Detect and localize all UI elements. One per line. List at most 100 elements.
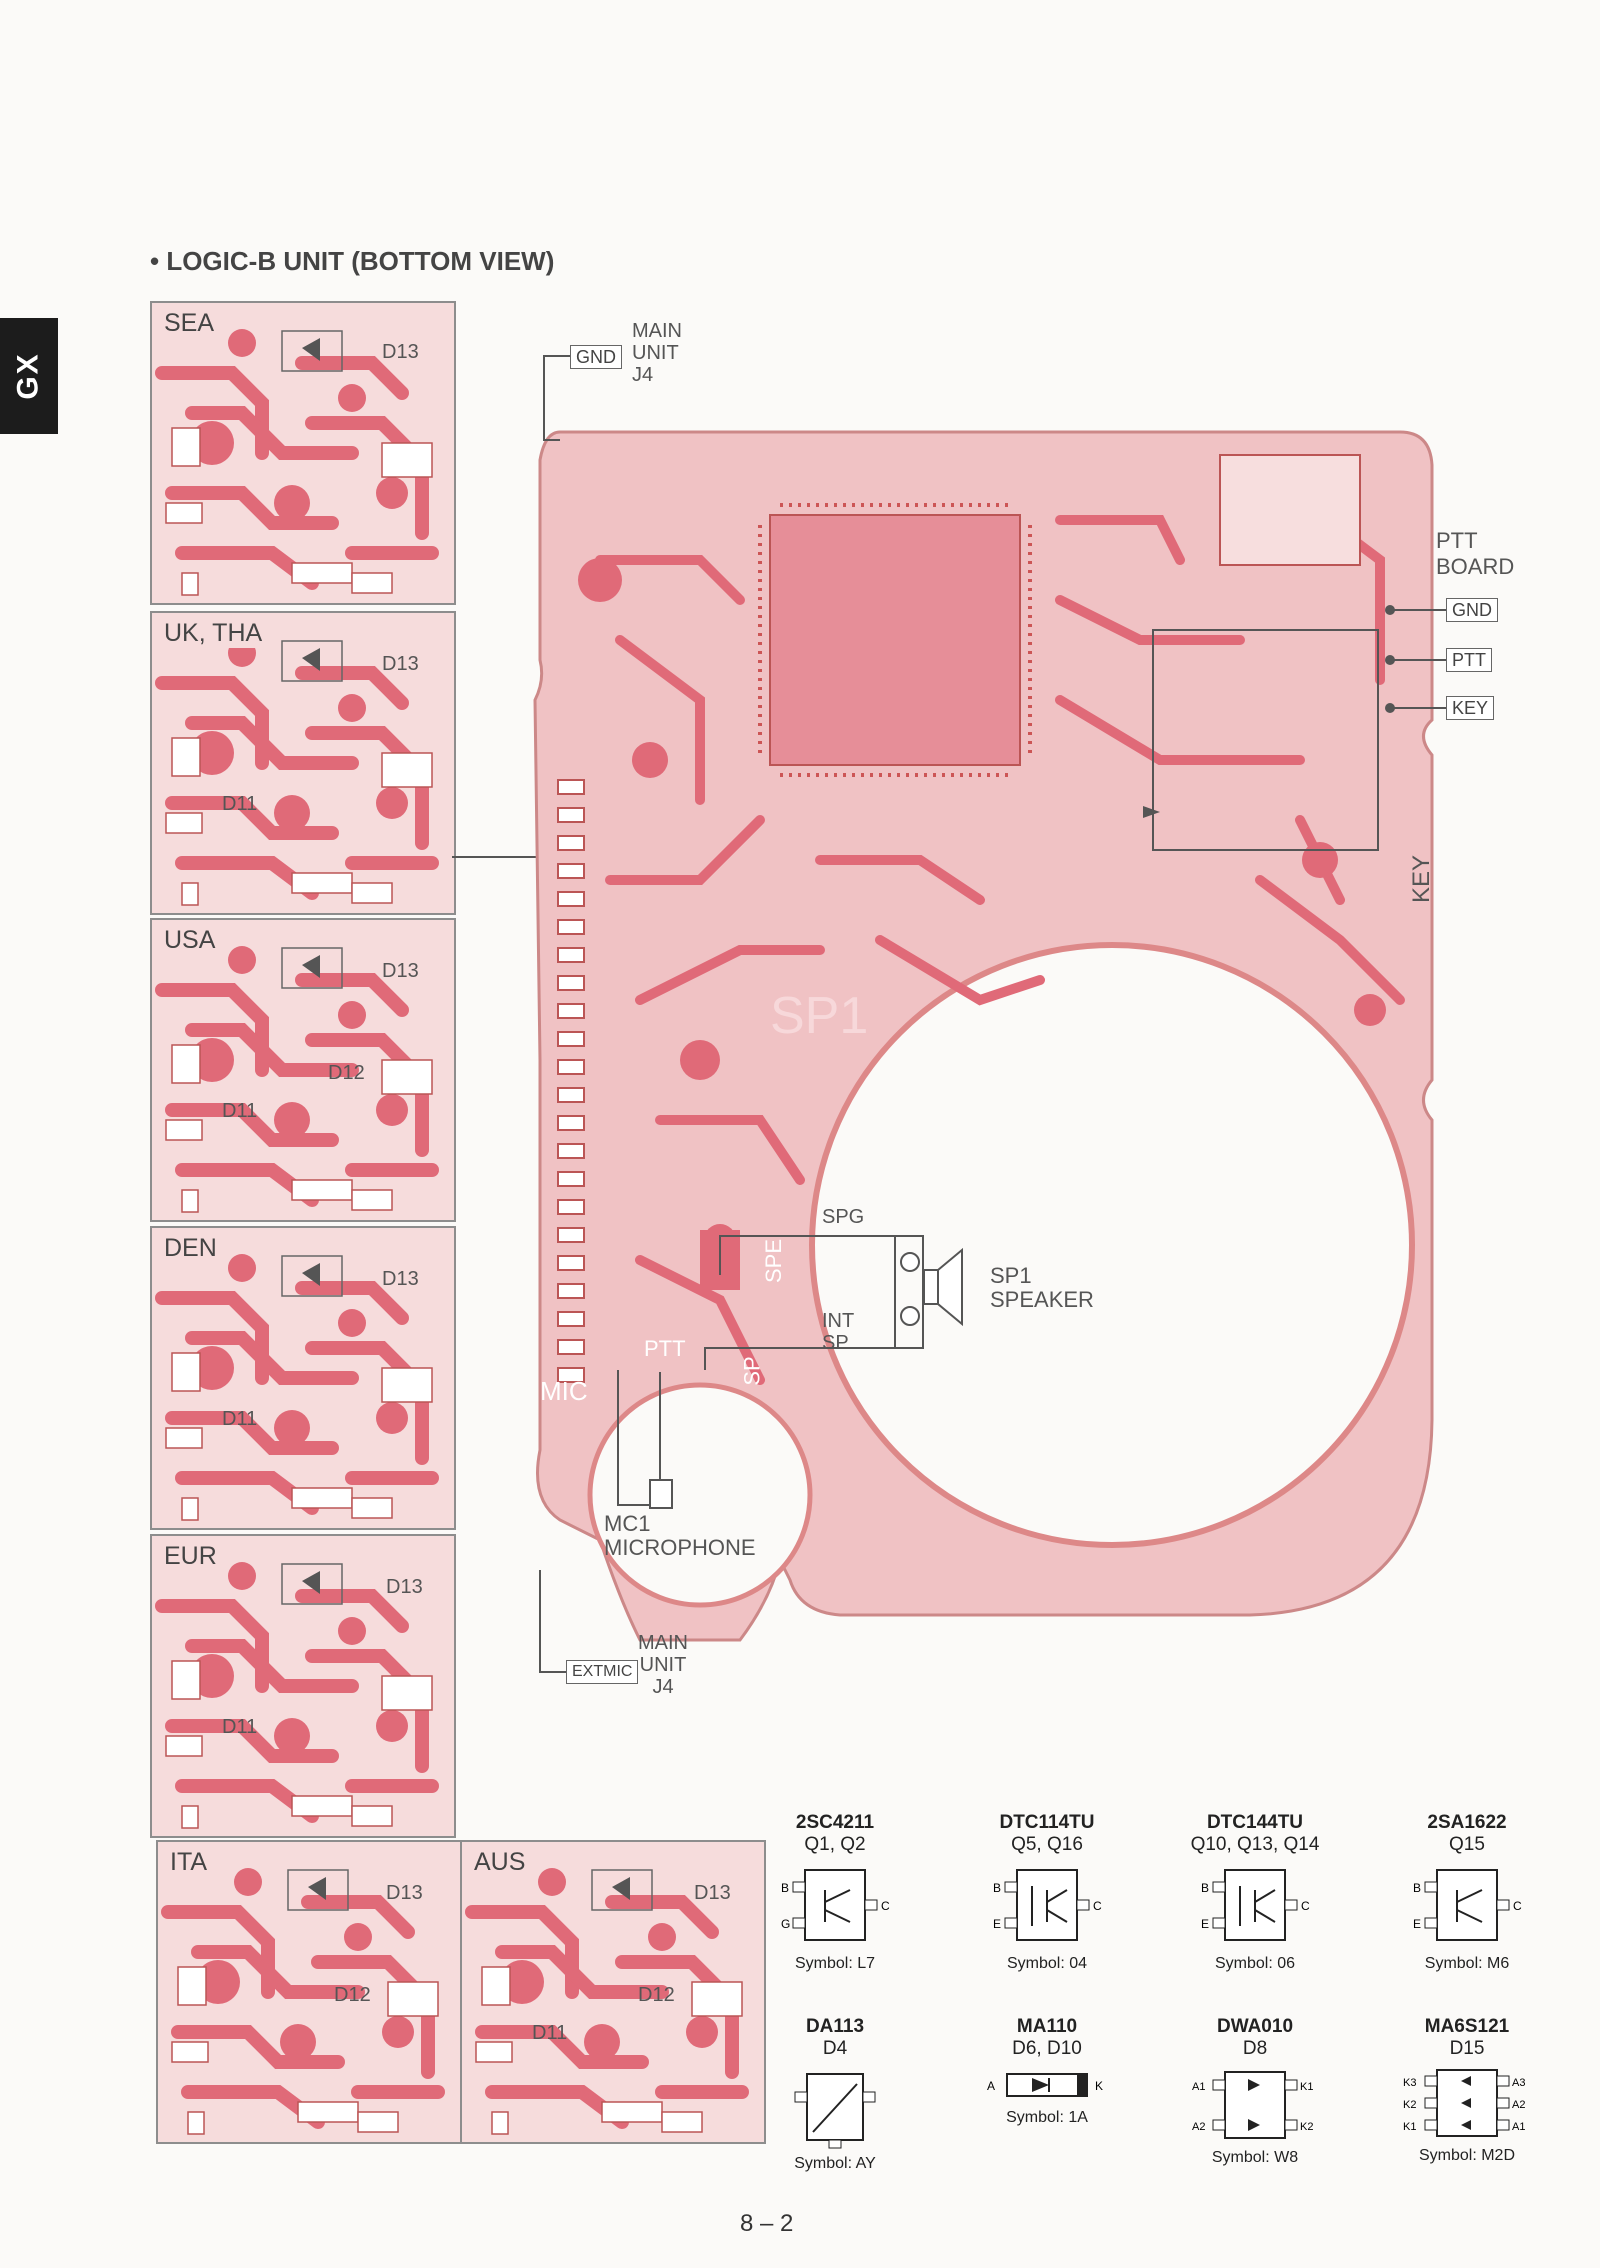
ic-pins: [758, 503, 1032, 777]
pcb-trace: [605, 1895, 719, 1939]
variant-panel-sea: SEA D13: [150, 301, 456, 605]
pcb-pad: [376, 1094, 408, 1126]
pcb-trace: [165, 1411, 339, 1455]
pcb-pad: [338, 694, 366, 722]
pcb-component: [387, 1981, 439, 2017]
component-symbol-code: Symbol: M2D: [1418, 2147, 1516, 2164]
variant-panel-uk-tha: UK, THA D13 D11: [150, 611, 456, 915]
pcb-component: [171, 1660, 201, 1700]
part-label: D13: [386, 1882, 423, 1904]
pcb-trace: [185, 1639, 359, 1693]
gnd-leader: [543, 355, 570, 441]
pin-label: A2: [1192, 2121, 1205, 2133]
component-designator: D6, D10: [1012, 2038, 1082, 2059]
pcb-pad: [228, 1562, 256, 1590]
component-ma6s121: MA6S121 D15 K3 A3 K2 A2 K1 A1 Symbol: M2…: [1372, 2016, 1562, 2166]
variant-label: ITA: [168, 1848, 210, 1877]
pin-label: C: [1513, 1899, 1522, 1913]
diode-outline: [281, 640, 343, 682]
pcb-component: [381, 752, 433, 788]
pcb-component: [181, 1805, 199, 1829]
pcb-component: [181, 572, 199, 596]
pcb-pad: [344, 1923, 372, 1951]
pin-label: K2: [1300, 2121, 1313, 2133]
part-label: D13: [382, 341, 419, 363]
pcb-trace: [165, 796, 339, 840]
pcb-component: [351, 1805, 393, 1827]
part-label: D12: [334, 1984, 371, 2006]
pcb-pad: [190, 1038, 234, 1082]
pcb-trace: [475, 2025, 649, 2069]
ptt-callout-box: [1152, 629, 1379, 851]
page-number: 8 – 2: [740, 2210, 794, 2237]
pcb-pad: [190, 1346, 234, 1390]
transistor-symbol: B E C: [1201, 1869, 1310, 1941]
diode-marker: [302, 1263, 320, 1286]
component-symbol-code: Symbol: 1A: [1006, 2109, 1088, 2126]
pcb-pad: [190, 421, 234, 465]
pcb-pad: [584, 2024, 620, 2060]
pcb-component: [171, 737, 201, 777]
pcb-pad: [338, 1309, 366, 1337]
variant-label: UK, THA: [162, 619, 265, 648]
pcb-pad: [500, 1960, 544, 2004]
component-designator: D8: [1242, 2038, 1268, 2059]
part-label: D13: [382, 653, 419, 675]
pcb-pad: [190, 1654, 234, 1698]
variant-panel-ita: ITA D13 D12: [156, 1840, 462, 2144]
pin-label: C: [1301, 1899, 1310, 1913]
pcb-component: [165, 1735, 203, 1757]
ptt-pin-key: KEY: [1446, 696, 1495, 720]
pcb-pad: [382, 2016, 414, 2048]
variant-panel-den: DEN D13 D11: [150, 1226, 456, 1530]
part-label: D12: [638, 1984, 675, 2006]
ptt-pin-leaders: [1390, 609, 1446, 709]
pcb-component: [691, 1981, 743, 2017]
pcb-trace: [165, 486, 339, 530]
pcb-trace: [185, 1331, 359, 1385]
pin-label: C: [881, 1899, 890, 1913]
component-designator: Q5, Q16: [1011, 1834, 1083, 1855]
component-designator: Q15: [1449, 1834, 1485, 1855]
pcb-trace: [185, 1023, 359, 1077]
variant-label: SEA: [162, 309, 217, 338]
pcb-trace: [295, 356, 409, 400]
pcb-pad: [376, 787, 408, 819]
pcb-pads: [578, 454, 1386, 1290]
pin-label: A1: [1512, 2121, 1525, 2133]
pin-label: E: [1413, 1917, 1421, 1931]
component-part-number: DA113: [805, 2016, 865, 2037]
pin-label: K2: [1403, 2099, 1416, 2111]
component-part-number: 2SC4211: [795, 1812, 875, 1833]
pcb-component: [171, 427, 201, 467]
extmic-leader: [539, 1570, 566, 1673]
pcb-pad: [280, 2024, 316, 2060]
pin-label: B: [781, 1881, 789, 1895]
component-part-number: MA6S121: [1424, 2016, 1510, 2037]
pcb-pad: [538, 1868, 566, 1896]
part-label: D11: [222, 1408, 258, 1430]
pcb-component: [381, 1059, 433, 1095]
diode-marker: [302, 338, 320, 361]
page-title: • LOGIC-B UNIT (BOTTOM VIEW): [150, 246, 555, 276]
pin-label: B: [1413, 1881, 1421, 1895]
part-label: D13: [694, 1882, 731, 1904]
component-part-number: 2SA1622: [1427, 1812, 1507, 1833]
transistor-symbol: B E C: [993, 1869, 1102, 1941]
pin-label: G: [781, 1917, 790, 1931]
pcb-component: [351, 1497, 393, 1519]
diode-symbol: A K: [987, 2073, 1103, 2097]
ptt-pin-gnd: GND: [1446, 598, 1498, 622]
pin-label: E: [993, 1917, 1001, 1931]
pcb-pad: [338, 1617, 366, 1645]
pcb-component: [181, 882, 199, 906]
variant-pcb-art: [155, 1254, 439, 1521]
main-unit-bottom-label: MAIN UNIT J4: [638, 1632, 688, 1698]
main-unit-top-label: MAIN UNIT J4: [632, 320, 682, 386]
pcb-trace: [165, 1103, 339, 1147]
pcb-pad: [648, 1923, 676, 1951]
part-label: D12: [328, 1062, 365, 1084]
pcb-component: [357, 2111, 399, 2133]
pcb-component: [481, 1966, 511, 2006]
